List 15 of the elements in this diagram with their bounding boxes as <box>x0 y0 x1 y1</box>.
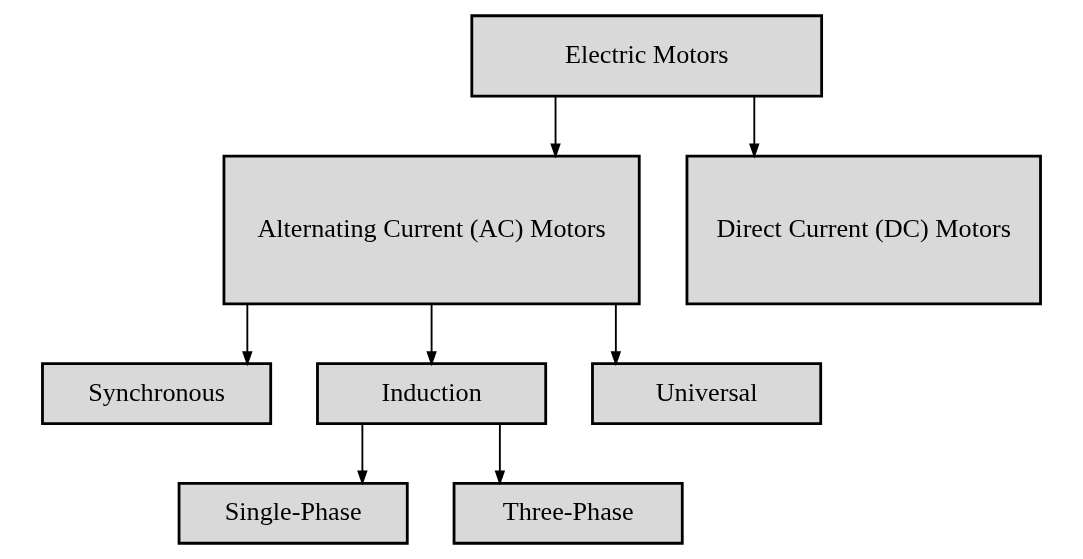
node-box: Electric Motors <box>470 14 824 98</box>
node-box: Single-Phase <box>177 482 409 545</box>
arrow <box>494 422 506 486</box>
arrow <box>426 303 437 367</box>
node-box: Synchronous <box>41 362 273 425</box>
arrow <box>242 303 253 367</box>
arrow <box>357 422 368 486</box>
arrow <box>610 303 622 367</box>
node-box: Induction <box>316 362 548 425</box>
arrow <box>550 95 561 159</box>
node-box: Direct Current (DC) Motors <box>685 154 1042 306</box>
arrow <box>749 95 760 159</box>
node-box: Three-Phase <box>452 482 684 545</box>
node-box: Universal <box>591 362 823 425</box>
node-box: Alternating Current (AC) Motors <box>222 154 641 306</box>
